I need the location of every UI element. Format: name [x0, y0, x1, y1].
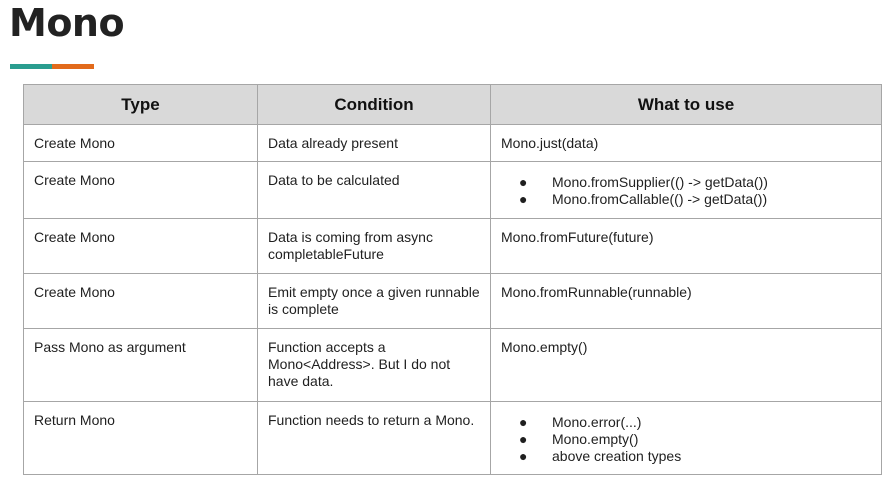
cell-condition: Data is coming from async completableFut…: [257, 218, 491, 274]
title-accent-bar: [10, 64, 94, 69]
cell-type: Create Mono: [23, 273, 258, 329]
cell-type: Create Mono: [23, 218, 258, 274]
bullet-icon: ●: [519, 174, 528, 190]
table-header-row: Type Condition What to use: [23, 84, 882, 125]
cell-what-to-use: Mono.just(data): [490, 124, 882, 162]
list-item: ● Mono.empty(): [501, 431, 871, 448]
bullet-icon: ●: [519, 431, 528, 447]
cell-type: Pass Mono as argument: [23, 328, 258, 402]
list-item-text: above creation types: [552, 448, 682, 464]
cell-what-to-use: Mono.empty(): [490, 328, 882, 402]
table-row: Return Mono Function needs to return a M…: [23, 401, 882, 475]
list-item-text: Mono.empty(): [552, 431, 639, 447]
cell-type: Create Mono: [23, 124, 258, 162]
table-row: Create Mono Data to be calculated ● Mono.…: [23, 161, 882, 219]
mono-usage-table: Type Condition What to use Create Mono D…: [23, 84, 882, 475]
cell-what-to-use: ● Mono.fromSupplier(() -> getData()) ● Mon…: [490, 161, 882, 219]
method-list: ● Mono.fromSupplier(() -> getData()) ● Mon…: [501, 174, 871, 208]
bullet-icon: ●: [519, 191, 528, 207]
method-list: ● Mono.error(...) ● Mono.empty() ● above cr…: [501, 414, 871, 465]
table-row: Create Mono Data already present Mono.ju…: [23, 124, 882, 162]
list-item-text: Mono.fromSupplier(() -> getData()): [552, 174, 768, 190]
bullet-icon: ●: [519, 414, 528, 430]
list-item-text: Mono.fromCallable(() -> getData()): [552, 191, 768, 207]
cell-what-to-use: Mono.fromRunnable(runnable): [490, 273, 882, 329]
table-row: Pass Mono as argument Function accepts a…: [23, 328, 882, 402]
cell-what-to-use: Mono.fromFuture(future): [490, 218, 882, 274]
cell-condition: Function needs to return a Mono.: [257, 401, 491, 475]
cell-type: Create Mono: [23, 161, 258, 219]
accent-bar-teal: [10, 64, 52, 69]
cell-condition: Emit empty once a given runnable is comp…: [257, 273, 491, 329]
bullet-icon: ●: [519, 448, 528, 464]
cell-condition: Data already present: [257, 124, 491, 162]
column-header-what-to-use: What to use: [490, 84, 882, 125]
list-item: ● above creation types: [501, 448, 871, 465]
table-row: Create Mono Data is coming from async co…: [23, 218, 882, 274]
cell-condition: Data to be calculated: [257, 161, 491, 219]
list-item-text: Mono.error(...): [552, 414, 642, 430]
column-header-type: Type: [23, 84, 258, 125]
list-item: ● Mono.fromSupplier(() -> getData()): [501, 174, 871, 191]
cell-condition: Function accepts a Mono<Address>. But I …: [257, 328, 491, 402]
cell-what-to-use: ● Mono.error(...) ● Mono.empty() ● above cr…: [490, 401, 882, 475]
slide-title: Mono: [9, 1, 125, 45]
column-header-condition: Condition: [257, 84, 491, 125]
cell-type: Return Mono: [23, 401, 258, 475]
accent-bar-orange: [52, 64, 94, 69]
list-item: ● Mono.fromCallable(() -> getData()): [501, 191, 871, 208]
list-item: ● Mono.error(...): [501, 414, 871, 431]
table-row: Create Mono Emit empty once a given runn…: [23, 273, 882, 329]
